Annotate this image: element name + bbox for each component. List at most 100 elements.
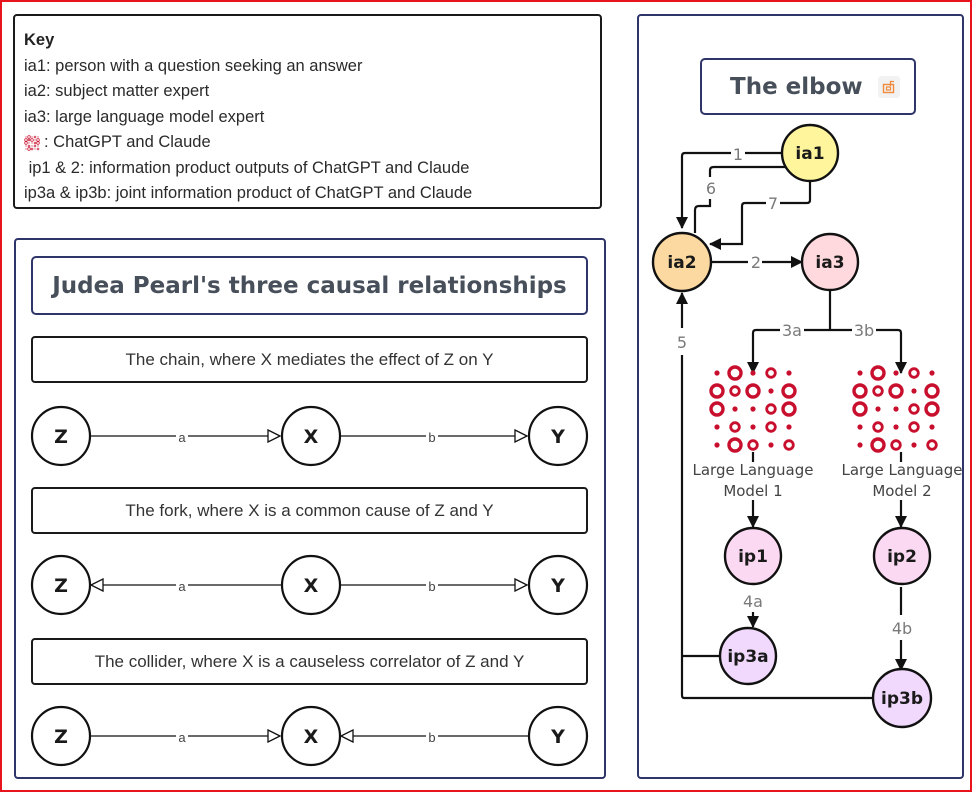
llm-dot <box>852 401 868 417</box>
node-ip1-circle <box>723 526 783 586</box>
edge-7 <box>709 180 812 250</box>
llm-dot <box>33 144 37 148</box>
key-title: Key <box>24 31 55 49</box>
node-ip3a-circle <box>718 626 778 686</box>
llm-dot <box>709 383 725 399</box>
fork-caption: The fork, where X is a common cause of Z… <box>31 487 588 534</box>
llm2-dot-grid-icon <box>852 365 940 453</box>
llm-dot <box>33 141 37 145</box>
key-item-llm-label: : ChatGPT and Claude <box>44 133 211 151</box>
key-item-ia2: ia2: subject matter expert <box>24 82 210 100</box>
chain-node-x-label: X <box>304 426 319 448</box>
llm-dot <box>34 139 36 141</box>
llm-dot <box>857 442 863 448</box>
node-ia3: ia3 <box>800 232 860 292</box>
llm-dot-grid-icon <box>24 135 40 151</box>
edge-1 <box>676 151 802 229</box>
llm-dot <box>929 424 935 430</box>
llm-dot <box>765 421 777 433</box>
edge-2-label: 2 <box>751 253 761 272</box>
llm1-dot-grid-icon <box>709 365 797 453</box>
node-ia3-label: ia3 <box>815 253 844 273</box>
llm-dot <box>890 439 902 451</box>
llm-dot <box>872 385 884 397</box>
llm-dot <box>709 401 725 417</box>
edge-5-ip3b <box>680 355 873 700</box>
llm-dot <box>786 370 792 376</box>
export-icon <box>882 80 895 94</box>
llm-dot <box>929 370 935 376</box>
llm-dot <box>30 147 34 151</box>
llm2-label-line1: Large Language <box>842 461 963 479</box>
collider-diagram: a b Z X Y <box>30 705 589 767</box>
fork-node-x-label: X <box>304 575 319 597</box>
edge-3b <box>830 328 907 374</box>
llm-dot <box>25 136 27 138</box>
pearl-diagrams: a b Z X Y a b Z X Y a b Z X Y <box>30 405 589 767</box>
chain-diagram: a b Z X Y <box>30 405 589 467</box>
edge-6 <box>693 161 803 233</box>
collider-caption: The collider, where X is a causeless cor… <box>31 638 588 685</box>
llm-dot <box>786 424 792 430</box>
edge-3b-label: 3b <box>854 321 874 340</box>
llm-dot <box>31 136 33 138</box>
chain-node-x <box>280 405 342 467</box>
llm-dot <box>729 421 741 433</box>
llm-dot <box>714 370 720 376</box>
llm-dot <box>34 148 36 150</box>
llm-dot <box>765 367 777 379</box>
key-legend: Key ia1: person with a question seeking … <box>13 14 602 209</box>
llm-dot <box>911 442 917 448</box>
fork-diagram: a b Z X Y <box>30 554 589 616</box>
node-ia1-label: ia1 <box>795 144 824 164</box>
llm-dot <box>24 141 28 145</box>
llm-dot <box>926 439 938 451</box>
key-item-ip3: ip3a & ip3b: joint information product o… <box>24 184 473 202</box>
llm-dot <box>37 136 39 138</box>
llm-dot <box>888 383 904 399</box>
key-item-ia3: ia3: large language model expert <box>24 107 265 126</box>
chain-edge-b-label: b <box>428 430 435 445</box>
fork-node-x <box>280 554 342 616</box>
node-ip1-label: ip1 <box>738 547 768 567</box>
llm-dot <box>30 138 34 142</box>
chain-node-z-label: Z <box>54 426 68 448</box>
edge-7-label: 7 <box>768 194 778 213</box>
llm-dot <box>781 383 797 399</box>
llm-dot <box>765 403 777 415</box>
llm-dot <box>36 147 40 151</box>
llm-dot <box>908 367 920 379</box>
llm-dot <box>714 442 720 448</box>
node-ip3b-label: ip3b <box>881 689 923 709</box>
chain-node-y-label: Y <box>550 426 565 448</box>
llm-dot <box>714 424 720 430</box>
node-ip3b: ip3b <box>871 667 933 729</box>
llm2-label-line2: Model 2 <box>872 482 931 500</box>
llm-dot <box>747 439 759 451</box>
collider-node-x-label: X <box>304 726 319 748</box>
chain-node-y <box>527 405 589 467</box>
collider-node-y <box>527 705 589 767</box>
key-item-llm: : ChatGPT and Claude <box>24 130 591 156</box>
llm-dot <box>908 421 920 433</box>
llm-dot <box>750 370 756 376</box>
collider-node-y-label: Y <box>550 726 565 748</box>
llm-dot <box>27 135 31 139</box>
node-ip2-label: ip2 <box>887 547 917 567</box>
llm-dot <box>911 388 917 394</box>
elbow-title-text: The elbow <box>730 73 863 100</box>
fork-node-y <box>527 554 589 616</box>
fork-edge-b-label: b <box>428 579 435 594</box>
llm1-label-line2: Model 1 <box>723 482 782 500</box>
llm-dot <box>893 424 899 430</box>
key-item-ip12: ip1 & 2: information product outputs of … <box>24 158 470 177</box>
llm-dot <box>28 142 30 144</box>
export-button[interactable] <box>878 76 900 98</box>
llm-dot <box>31 145 33 147</box>
llm-dot <box>31 142 33 144</box>
llm-dot <box>893 370 899 376</box>
fork-edge-a-label: a <box>178 579 186 594</box>
llm-dot <box>729 385 741 397</box>
node-ia1-circle <box>780 123 840 183</box>
llm-dot <box>870 365 886 381</box>
